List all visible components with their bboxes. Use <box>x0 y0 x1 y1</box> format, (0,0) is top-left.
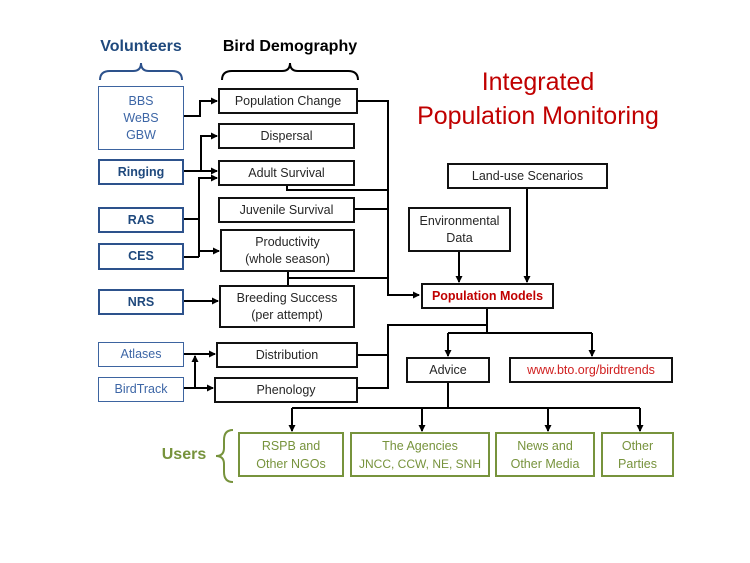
user-other-box: Other Parties <box>601 432 674 477</box>
user-rspb-line-1: RSPB and <box>261 438 321 453</box>
user-media-line-1: News and <box>517 438 573 453</box>
ces-box: CES <box>98 243 184 270</box>
user-agencies-line-2: JNCC, CCW, NE, SNH <box>358 456 481 471</box>
diagram-title-line-1: Integrated <box>481 68 595 96</box>
advice-box: Advice <box>406 357 490 383</box>
arrow-surveys-to-population-change <box>183 97 218 117</box>
user-media-box: News and Other Media <box>495 432 595 477</box>
dispersal-label: Dispersal <box>260 128 313 143</box>
ras-label: RAS <box>127 212 155 227</box>
adult-survival-box: Adult Survival <box>218 160 355 186</box>
volunteers-heading: Volunteers <box>100 38 182 55</box>
juvenile-survival-box: Juvenile Survival <box>218 197 355 223</box>
population-change-label: Population Change <box>234 93 342 108</box>
birdtrack-label: BirdTrack <box>114 382 168 396</box>
population-models-label: Population Models <box>431 288 544 303</box>
atlases-box: Atlases <box>98 342 184 367</box>
land-use-scenarios-box: Land-use Scenarios <box>447 163 608 189</box>
breeding-success-box: Breeding Success (per attempt) <box>219 285 355 328</box>
website-label: www.bto.org/birdtrends <box>527 362 655 377</box>
adult-survival-label: Adult Survival <box>248 165 325 180</box>
advice-label: Advice <box>429 362 467 377</box>
diagram-title-line-2: Population Monitoring <box>417 102 659 130</box>
breeding-success-sublabel: (per attempt) <box>251 307 323 322</box>
productivity-sublabel: (whole season) <box>245 251 330 266</box>
phenology-label: Phenology <box>256 382 316 397</box>
environmental-data-box: Environmental Data <box>408 207 511 252</box>
survey-webs: WeBS <box>123 110 159 125</box>
arrow-trunk-to-population-models <box>358 100 420 299</box>
population-change-box: Population Change <box>218 88 358 114</box>
phenology-box: Phenology <box>214 377 358 403</box>
productivity-box: Productivity (whole season) <box>220 229 355 272</box>
land-use-scenarios-label: Land-use Scenarios <box>471 168 584 183</box>
user-rspb-box: RSPB and Other NGOs <box>238 432 344 477</box>
user-agencies-box: The Agencies JNCC, CCW, NE, SNH <box>350 432 490 477</box>
nrs-box: NRS <box>98 289 184 315</box>
users-brace-icon <box>215 429 234 483</box>
website-box: www.bto.org/birdtrends <box>509 357 673 383</box>
distribution-box: Distribution <box>216 342 358 368</box>
dispersal-box: Dispersal <box>218 123 355 149</box>
population-models-box: Population Models <box>421 283 554 309</box>
demography-brace-icon <box>221 62 359 81</box>
environmental-data-label: Environmental <box>419 213 500 228</box>
survey-bbs: BBS <box>128 93 154 108</box>
productivity-label: Productivity <box>255 234 320 249</box>
distribution-label: Distribution <box>255 347 319 362</box>
ringing-label: Ringing <box>117 164 165 179</box>
user-agencies-line-1: The Agencies <box>382 438 458 453</box>
environmental-data-sublabel: Data <box>446 230 473 245</box>
line-phenology-trunk <box>358 324 487 389</box>
arrow-ras-ces-to-adult-survival <box>198 174 218 257</box>
ces-label: CES <box>128 249 154 263</box>
user-rspb-line-2: Other NGOs <box>256 456 326 471</box>
demography-heading: Bird Demography <box>222 38 358 55</box>
user-other-line-1: Other <box>621 438 654 453</box>
atlases-label: Atlases <box>120 347 162 361</box>
nrs-label: NRS <box>127 294 155 309</box>
line-adult-survival <box>286 185 388 191</box>
juvenile-survival-label: Juvenile Survival <box>239 202 334 217</box>
user-other-line-2: Parties <box>618 456 657 471</box>
user-media-line-2: Other Media <box>510 456 580 471</box>
survey-gbw: GBW <box>126 127 156 142</box>
surveys-box: BBS WeBS GBW <box>98 86 184 150</box>
ras-box: RAS <box>98 207 184 233</box>
arrow-ringing-to-dispersal <box>200 132 218 171</box>
ringing-box: Ringing <box>98 159 184 185</box>
breeding-success-label: Breeding Success <box>236 290 338 305</box>
birdtrack-box: BirdTrack <box>98 377 184 402</box>
volunteers-brace-icon <box>99 62 183 81</box>
users-heading: Users <box>161 446 207 463</box>
